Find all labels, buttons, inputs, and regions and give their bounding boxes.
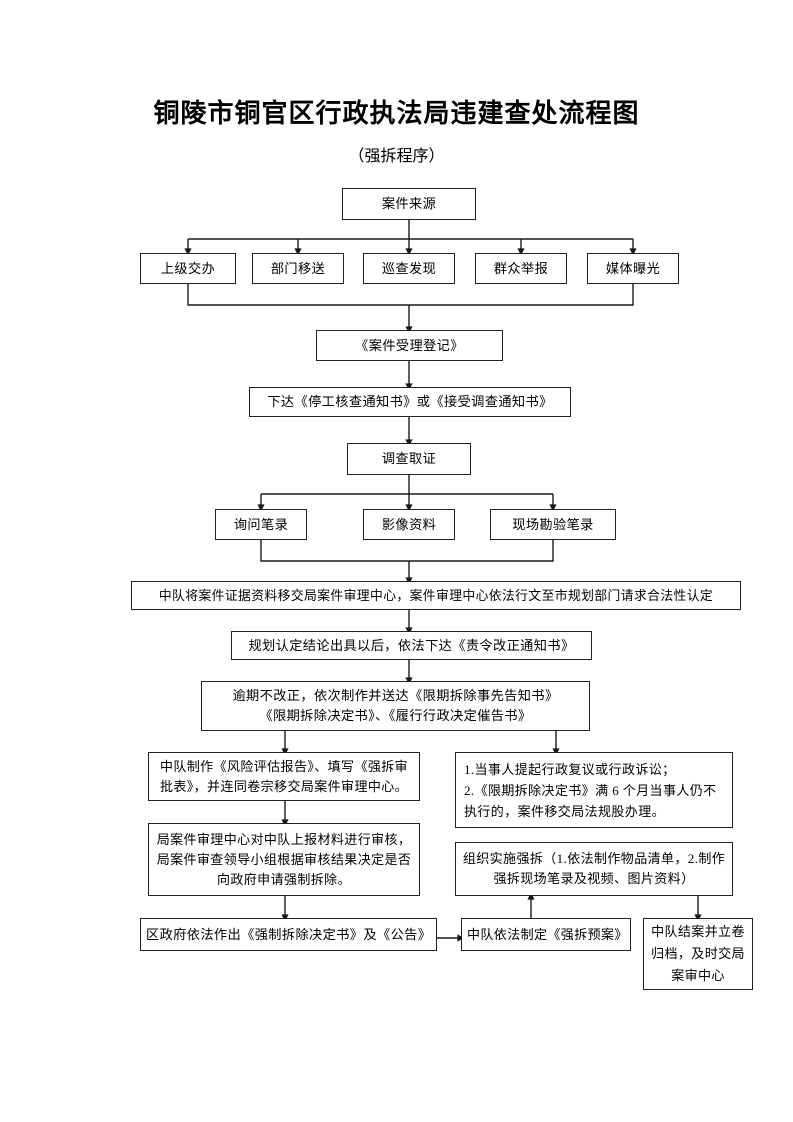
node-label: 影像资料 [381,516,437,532]
node-label: 案件来源 [381,196,437,211]
node-label: 下达《停工核查通知书》或《接受调查通知书》 [267,394,553,409]
node-execute-demolition[interactable]: 组织实施强拆（1.依法制作物品清单，2.制作强拆现场笔录及视频、图片资料） [455,842,733,896]
node-risk-report[interactable]: 中队制作《风险评估报告》、填写《强拆审批表》，并连同卷宗移交局案件审理中心。 [148,752,420,801]
node-case-closure[interactable]: 中队结案并立卷归档，及时交局案审中心 [643,918,753,990]
node-evidence-interview[interactable]: 询问笔录 [215,509,307,540]
node-label: 1.当事人提起行政复议或行政诉讼； 2.《限期拆除决定书》满 6 个月当事人仍不… [464,761,717,819]
node-src-patrol[interactable]: 巡查发现 [363,253,455,284]
node-src-public[interactable]: 群众举报 [475,253,567,284]
page-subtitle: （强拆程序） [348,148,445,165]
node-label: 媒体曝光 [605,260,661,276]
page-title: 铜陵市铜官区行政执法局违建查处流程图 [153,99,640,128]
node-src-media[interactable]: 媒体曝光 [587,253,679,284]
node-src-department[interactable]: 部门移送 [252,253,344,284]
node-overdue-documents[interactable]: 逾期不改正，依次制作并送达《限期拆除事先告知书》 《限期拆除决定书》、《履行行政… [201,681,590,731]
node-center-audit[interactable]: 局案件审理中心对中队上报材料进行审核，局案件审查领导小组根据审核结果决定是否向政… [148,823,420,896]
node-evidence-site-survey[interactable]: 现场勘验笔录 [490,509,616,540]
node-label: 群众举报 [493,260,549,276]
node-label: 组织实施强拆（1.依法制作物品清单，2.制作强拆现场笔录及视频、图片资料） [462,851,726,886]
node-registration[interactable]: 《案件受理登记》 [316,330,503,361]
node-label: 中队将案件证据资料移交局案件审理中心，案件审理中心依法行文至市规划部门请求合法性… [158,588,714,603]
node-label: 巡查发现 [381,260,437,276]
node-gov-decision[interactable]: 区政府依法作出《强制拆除决定书》及《公告》 [140,918,437,951]
node-label: 中队制作《风险评估报告》、填写《强拆审批表》，并连同卷宗移交局案件审理中心。 [159,758,409,794]
node-demolition-plan[interactable]: 中队依法制定《强拆预案》 [461,918,631,951]
node-label: 局案件审理中心对中队上报材料进行审核，局案件审查领导小组根据审核结果决定是否向政… [156,831,412,887]
node-case-source[interactable]: 案件来源 [342,188,476,220]
node-label: 规划认定结论出具以后，依法下达《责令改正通知书》 [248,637,575,653]
node-label: 询问笔录 [233,516,289,532]
node-legal-remedy[interactable]: 1.当事人提起行政复议或行政诉讼； 2.《限期拆除决定书》满 6 个月当事人仍不… [455,752,733,828]
node-label: 逾期不改正，依次制作并送达《限期拆除事先告知书》 《限期拆除决定书》、《履行行政… [232,688,559,723]
node-planning-conclusion[interactable]: 规划认定结论出具以后，依法下达《责令改正通知书》 [231,631,592,660]
node-src-superior[interactable]: 上级交办 [140,253,236,284]
node-label: 上级交办 [160,260,216,276]
node-label: 调查取证 [381,451,437,466]
node-evidence-imagery[interactable]: 影像资料 [363,509,455,540]
node-transfer-review[interactable]: 中队将案件证据资料移交局案件审理中心，案件审理中心依法行文至市规划部门请求合法性… [131,581,741,610]
node-notice[interactable]: 下达《停工核查通知书》或《接受调查通知书》 [249,387,571,417]
node-label: 现场勘验笔录 [512,516,594,532]
node-label: 中队依法制定《强拆预案》 [467,926,628,942]
node-label: 《案件受理登记》 [355,337,464,353]
node-label: 部门移送 [270,260,326,276]
node-label: 区政府依法作出《强制拆除决定书》及《公告》 [146,926,432,942]
node-label: 中队结案并立卷归档，及时交局案审中心 [651,924,745,983]
node-investigation[interactable]: 调查取证 [347,443,471,475]
